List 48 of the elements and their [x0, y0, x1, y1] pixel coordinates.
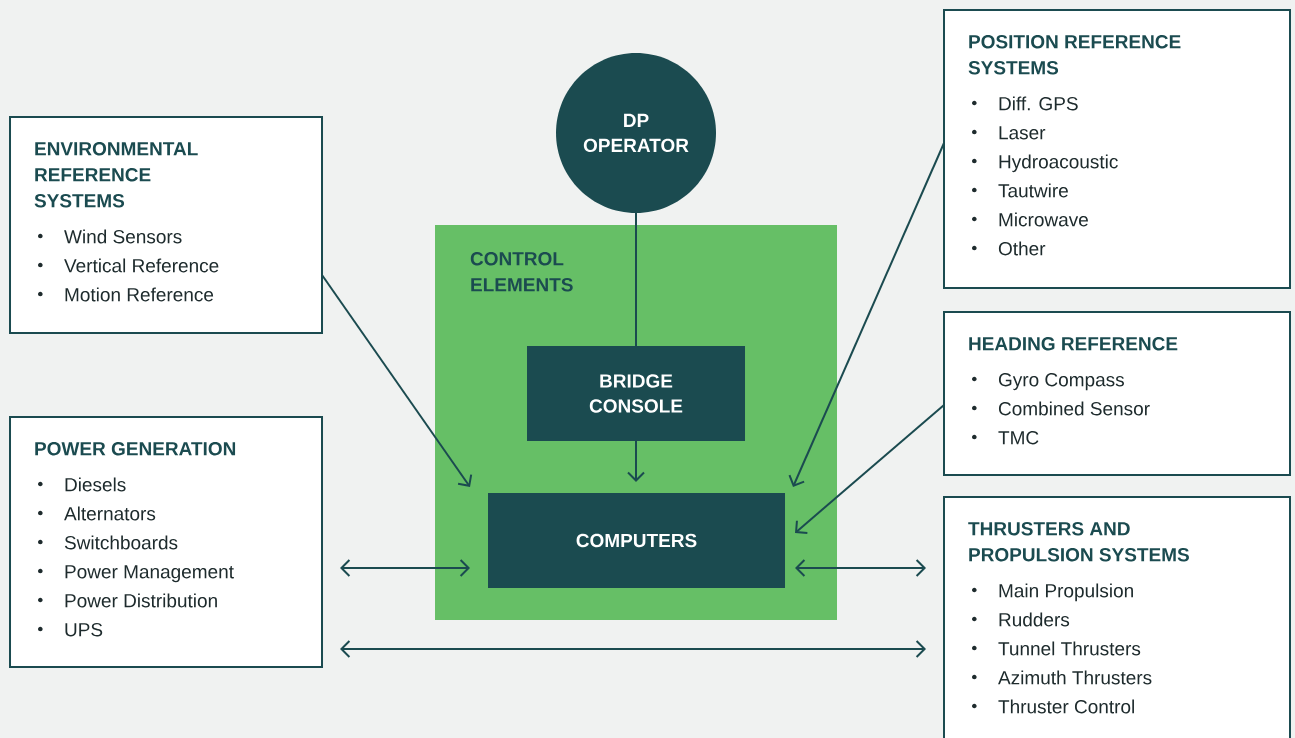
bullet-item: Vertical Reference — [38, 258, 219, 273]
bullet-item: Hydroacoustic — [972, 154, 1118, 173]
box-heading: CONTROL ELEMENTS — [470, 252, 573, 292]
list-box — [943, 311, 1291, 476]
arrow — [795, 559, 926, 577]
list-box — [943, 9, 1291, 289]
bullet-item: Gyro Compass — [972, 373, 1124, 391]
bullet-item: Motion Reference — [38, 287, 214, 302]
box-heading: THRUSTERS AND PROPULSION SYSTEMS — [968, 522, 1189, 562]
bullet-item: Microwave — [972, 212, 1088, 227]
arrow — [321, 274, 473, 487]
bullet-item: Main Propulsion — [972, 583, 1133, 602]
list-box — [9, 416, 323, 668]
bullet-item: Power Distribution — [38, 593, 217, 608]
bullet-item: Thruster Control — [972, 699, 1134, 714]
bullet-item: TMC — [972, 431, 1039, 445]
bullet-item: Diff. GPS — [972, 96, 1078, 111]
box-heading: ENVIRONMENTAL REFERENCE SYSTEMS — [34, 142, 198, 208]
bullet-item: Tunnel Thrusters — [972, 641, 1141, 656]
bullet-item: Power Management — [38, 565, 234, 583]
box-heading: POSITION REFERENCE SYSTEMS — [968, 35, 1181, 75]
list-box — [9, 116, 323, 334]
bullet-item: Diesels — [38, 477, 126, 492]
circle-label: DP OPERATOR — [583, 113, 689, 153]
arrow — [795, 404, 945, 534]
bullet-item: Rudders — [972, 612, 1070, 627]
process-box — [488, 493, 785, 588]
arrow — [340, 559, 470, 577]
bullet-item: Tautwire — [972, 183, 1068, 198]
bullet-item: UPS — [38, 623, 103, 637]
bullet-item: Azimuth Thrusters — [972, 670, 1152, 685]
arrow — [627, 440, 645, 482]
bullet-item: Switchboards — [38, 535, 178, 550]
arrow — [788, 142, 945, 487]
connector-line — [635, 212, 637, 347]
arrow — [340, 640, 926, 658]
process-box — [527, 346, 745, 441]
bullet-item: Laser — [972, 126, 1046, 140]
box-heading: HEADING REFERENCE — [969, 337, 1178, 351]
box-label: BRIDGE CONSOLE — [589, 374, 683, 413]
list-box — [943, 496, 1291, 738]
box-heading: POWER GENERATION — [35, 442, 236, 456]
bullet-item: Alternators — [38, 506, 156, 521]
operator-circle — [556, 53, 716, 213]
bullet-item: Combined Sensor — [972, 401, 1150, 416]
box-label: COMPUTERS — [576, 533, 697, 548]
bullet-item: Other — [972, 241, 1046, 256]
bullet-item: Wind Sensors — [38, 229, 182, 244]
